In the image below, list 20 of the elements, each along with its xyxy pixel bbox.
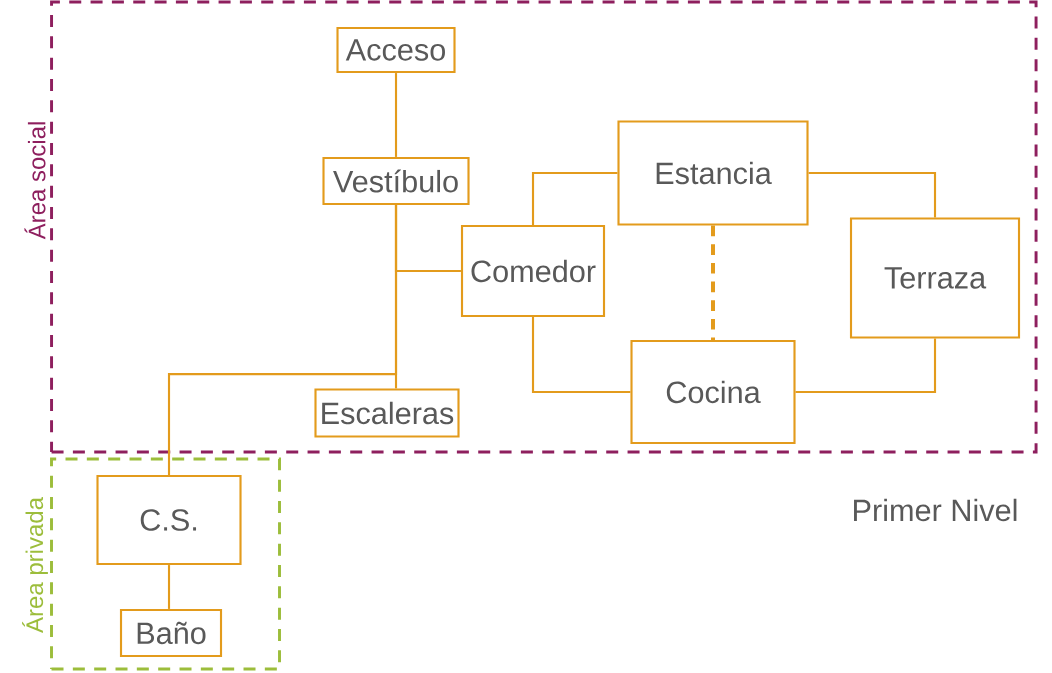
- connector-line: [531, 317, 631, 394]
- zone-label: Área social: [24, 122, 46, 240]
- zone-label: Área privada: [22, 497, 48, 633]
- room-box: Escaleras: [314, 388, 460, 438]
- connector-line: [167, 565, 171, 609]
- connector-line: [531, 171, 618, 225]
- room-box: Baño: [119, 608, 223, 658]
- connector-line: [711, 225, 715, 340]
- room-box: Estancia: [617, 120, 809, 226]
- room-box: Terraza: [849, 217, 1021, 339]
- room-box: Cocina: [630, 339, 796, 445]
- connector-line: [795, 338, 937, 394]
- room-box: Comedor: [460, 224, 606, 318]
- room-box: C.S.: [96, 474, 242, 566]
- level-label: Primer Nivel: [854, 498, 1017, 522]
- room-box: Acceso: [336, 26, 456, 74]
- room-box: Vestíbulo: [322, 156, 470, 206]
- connector-line: [167, 205, 398, 475]
- connector-line: [394, 73, 398, 157]
- connector-line: [808, 171, 937, 218]
